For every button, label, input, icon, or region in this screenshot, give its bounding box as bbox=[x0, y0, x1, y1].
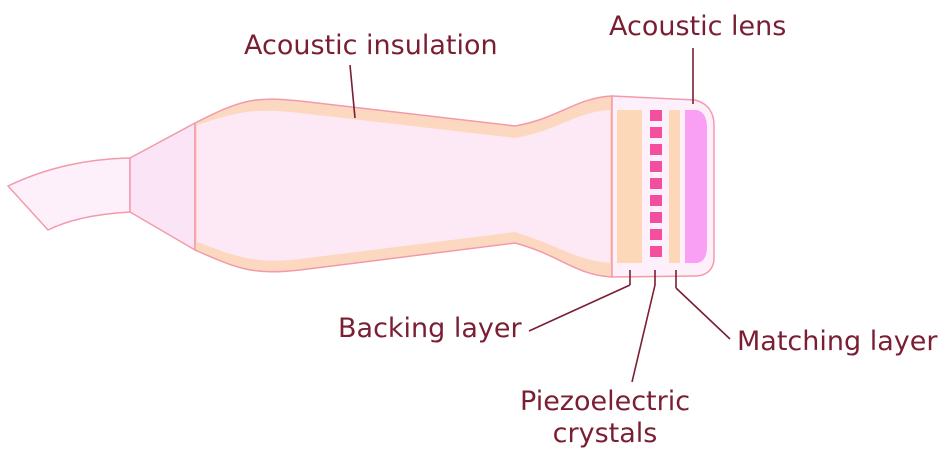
backing-layer bbox=[617, 110, 642, 263]
label-matching-layer: Matching layer bbox=[737, 326, 938, 357]
housing-interior bbox=[197, 110, 610, 263]
label-piezoelectric-crystals: Piezoelectric crystals bbox=[520, 386, 690, 450]
crystal bbox=[650, 212, 662, 223]
crystal bbox=[650, 246, 662, 257]
strain-relief bbox=[129, 121, 196, 252]
crystal bbox=[650, 195, 662, 206]
leader-lines bbox=[349, 48, 731, 383]
leader-matching-layer bbox=[675, 287, 731, 340]
crystal bbox=[650, 127, 662, 138]
cable bbox=[6, 157, 131, 231]
crystal bbox=[650, 144, 662, 155]
acoustic-lens bbox=[685, 110, 707, 263]
label-acoustic-lens: Acoustic lens bbox=[609, 11, 787, 42]
label-backing-layer: Backing layer bbox=[338, 313, 522, 344]
piezoelectric-crystals bbox=[650, 110, 662, 257]
label-piezoelectric-line2: crystals bbox=[552, 418, 658, 449]
crystal bbox=[650, 110, 662, 121]
crystal bbox=[650, 229, 662, 240]
crystal bbox=[650, 178, 662, 189]
leader-acoustic-insulation bbox=[349, 64, 356, 119]
leader-backing-layer bbox=[528, 284, 631, 332]
matching-layer bbox=[669, 110, 680, 263]
leader-piezo bbox=[631, 284, 656, 383]
label-acoustic-insulation: Acoustic insulation bbox=[244, 30, 498, 61]
crystal bbox=[650, 161, 662, 172]
label-piezoelectric-line1: Piezoelectric bbox=[520, 386, 691, 417]
